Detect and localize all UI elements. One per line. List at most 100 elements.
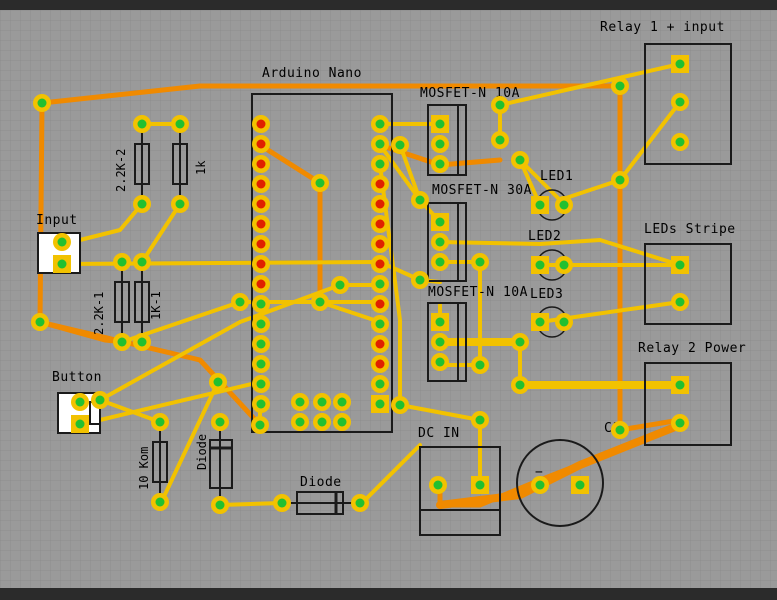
nano-pin-right[interactable]	[371, 215, 389, 233]
pad[interactable]	[113, 253, 131, 271]
nano-pin-left[interactable]	[252, 215, 270, 233]
pad[interactable]	[531, 256, 549, 274]
mosfet-2[interactable]: MOSFET-N 30A	[427, 183, 532, 282]
nano-pin-left[interactable]	[252, 335, 270, 353]
mosfet-1[interactable]: MOSFET-N 10A	[420, 86, 520, 176]
pad[interactable]	[431, 115, 449, 133]
pad[interactable]	[531, 313, 549, 331]
pad[interactable]	[571, 476, 589, 494]
nano-pin-left[interactable]	[252, 295, 270, 313]
pad[interactable]	[429, 476, 447, 494]
nano-pin-left[interactable]	[252, 395, 270, 413]
nano-pin-left[interactable]	[252, 375, 270, 393]
pad[interactable]	[151, 493, 169, 511]
pad[interactable]	[171, 195, 189, 213]
pad[interactable]	[31, 313, 49, 331]
pad[interactable]	[273, 494, 291, 512]
nano-pin-right[interactable]	[371, 315, 389, 333]
nano-icsp-pin[interactable]	[333, 413, 351, 431]
pad[interactable]	[491, 131, 509, 149]
pad[interactable]	[531, 476, 549, 494]
pad[interactable]	[555, 256, 573, 274]
nano-pin-left[interactable]	[252, 255, 270, 273]
pad[interactable]	[511, 151, 529, 169]
pad[interactable]	[671, 376, 689, 394]
pad[interactable]	[211, 413, 229, 431]
pad[interactable]	[133, 115, 151, 133]
pad[interactable]	[133, 253, 151, 271]
pad[interactable]	[91, 391, 109, 409]
nano-pin-right[interactable]	[371, 135, 389, 153]
nano-pin-left[interactable]	[252, 155, 270, 173]
pad[interactable]	[71, 415, 89, 433]
pad[interactable]	[311, 174, 329, 192]
pad[interactable]	[555, 313, 573, 331]
leds-stripe-terminal[interactable]: LEDs Stripe	[644, 222, 736, 325]
pad[interactable]	[53, 255, 71, 273]
pad[interactable]	[671, 256, 689, 274]
nano-pin-left[interactable]	[252, 115, 270, 133]
pad[interactable]	[555, 196, 573, 214]
relay-2-terminal[interactable]: Relay 2 Power	[638, 341, 746, 446]
diode-horizontal[interactable]: Diode	[280, 475, 360, 515]
nano-pin-left[interactable]	[252, 275, 270, 293]
relay-1-terminal[interactable]: Relay 1 + input	[600, 20, 732, 165]
pad[interactable]	[491, 96, 509, 114]
pad[interactable]	[611, 421, 629, 439]
pad[interactable]	[231, 293, 249, 311]
pad[interactable]	[391, 396, 409, 414]
pad[interactable]	[171, 115, 189, 133]
diode-vertical[interactable]: Diode	[195, 422, 233, 505]
pad[interactable]	[151, 413, 169, 431]
pad[interactable]	[133, 333, 151, 351]
pad[interactable]	[71, 393, 89, 411]
pad[interactable]	[431, 313, 449, 331]
pad[interactable]	[611, 77, 629, 95]
nano-icsp-pin[interactable]	[291, 413, 309, 431]
arduino-nano[interactable]: Arduino Nano	[251, 66, 393, 433]
pad[interactable]	[133, 195, 151, 213]
pad[interactable]	[471, 411, 489, 429]
pad[interactable]	[311, 293, 329, 311]
pad[interactable]	[671, 293, 689, 311]
nano-pin-right[interactable]	[371, 275, 389, 293]
resistor-2k2-2[interactable]: 2.2K-2	[114, 124, 150, 204]
pad[interactable]	[431, 213, 449, 231]
pad[interactable]	[471, 253, 489, 271]
pad[interactable]	[431, 333, 449, 351]
nano-icsp-pin[interactable]	[313, 413, 331, 431]
pad[interactable]	[511, 333, 529, 351]
nano-pin-right[interactable]	[371, 255, 389, 273]
pad[interactable]	[671, 133, 689, 151]
nano-pin-right[interactable]	[371, 235, 389, 253]
nano-pin-left[interactable]	[252, 355, 270, 373]
pad[interactable]	[671, 55, 689, 73]
pad[interactable]	[671, 414, 689, 432]
pad[interactable]	[251, 416, 269, 434]
pad[interactable]	[351, 494, 369, 512]
nano-pin-right[interactable]	[371, 155, 389, 173]
pad[interactable]	[471, 356, 489, 374]
pad[interactable]	[431, 233, 449, 251]
capacitor-c1[interactable]: −	[516, 439, 604, 527]
resistor-1k[interactable]: 1k	[172, 124, 208, 204]
resistor-1k-1[interactable]: 1K-1	[134, 262, 163, 342]
nano-pin-right[interactable]	[371, 175, 389, 193]
nano-icsp-pin[interactable]	[313, 393, 331, 411]
resistor-10k[interactable]: 10 Kom	[137, 422, 168, 502]
nano-pin-left[interactable]	[252, 235, 270, 253]
pad[interactable]	[531, 196, 549, 214]
pad[interactable]	[431, 253, 449, 271]
nano-pin-right[interactable]	[371, 375, 389, 393]
pad[interactable]	[511, 376, 529, 394]
nano-pin-right[interactable]	[371, 195, 389, 213]
dc-in-jack[interactable]: DC IN	[418, 426, 501, 536]
nano-pin-right[interactable]	[371, 355, 389, 373]
pad[interactable]	[113, 333, 131, 351]
nano-icsp-pin[interactable]	[333, 393, 351, 411]
nano-pin-right[interactable]	[371, 115, 389, 133]
pad[interactable]	[431, 155, 449, 173]
pad[interactable]	[33, 94, 51, 112]
nano-pin-left[interactable]	[252, 175, 270, 193]
pad[interactable]	[391, 136, 409, 154]
